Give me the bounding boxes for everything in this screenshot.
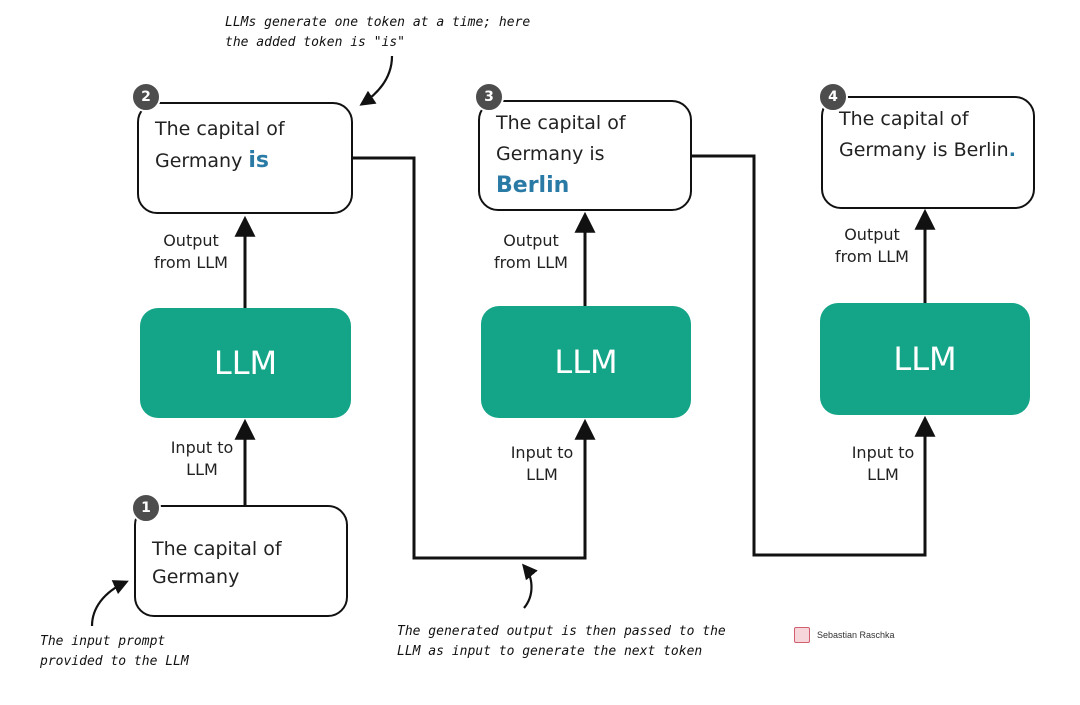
annotation-bottom-center: The generated output is then passed to t…: [397, 624, 726, 659]
annotation-arrow-left: [90, 580, 129, 627]
step-number-badge-1: 1: [131, 493, 161, 523]
step-box-4-line2: Germany is Berlin: [839, 139, 1009, 161]
step-box-4: The capital of Germany is Berlin.: [821, 96, 1035, 209]
step-box-2-line1: The capital of: [155, 118, 285, 140]
step-box-1-line1: The capital of: [152, 538, 282, 560]
step-number-badge-4: 4: [818, 82, 848, 112]
feedback-connector-2: [692, 154, 936, 557]
step-box-2-line2: Germany: [155, 150, 249, 172]
annotation-arrow-top: [359, 55, 394, 106]
annotation-bottom-left: The input prompt provided to the LLM: [40, 634, 189, 669]
step-number-badge-2: 2: [131, 82, 161, 112]
input-label-1: Input to LLM: [170, 438, 234, 479]
step-box-3: The capital of Germany is Berlin: [478, 100, 692, 211]
added-token-berlin: Berlin: [496, 173, 570, 198]
step-box-2: The capital of Germany is: [137, 102, 353, 214]
author-name: Sebastian Raschka: [817, 630, 895, 640]
output-label-1: Output from LLM: [154, 231, 228, 272]
output-label-2: Output from LLM: [494, 231, 568, 272]
llm-block-2: LLM: [481, 306, 691, 418]
author-logo-icon: [794, 627, 810, 643]
llm-block-1: LLM: [140, 308, 351, 418]
author-credit: Sebastian Raschka: [794, 627, 895, 643]
step-box-3-line2: Germany is: [496, 143, 605, 165]
step-number-badge-3: 3: [474, 82, 504, 112]
output-label-3: Output from LLM: [835, 225, 909, 266]
step-box-4-line1: The capital of: [839, 108, 969, 130]
llm-block-3: LLM: [820, 303, 1030, 415]
added-token-period: .: [1008, 139, 1016, 161]
input-label-2: Input to LLM: [510, 443, 574, 484]
step-box-1-line2: Germany: [152, 566, 240, 588]
input-label-3: Input to LLM: [851, 443, 915, 484]
step-box-1: The capital of Germany: [134, 505, 348, 617]
step-box-3-line1: The capital of: [496, 112, 626, 134]
feedback-connector-1: [352, 156, 596, 560]
annotation-arrow-center: [522, 563, 538, 609]
annotation-top: LLMs generate one token at a time; here …: [225, 15, 531, 50]
added-token-is: is: [248, 148, 270, 173]
